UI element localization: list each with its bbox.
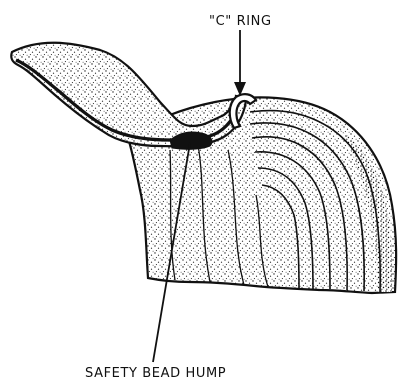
safety-bead-hump-label: SAFETY BEAD HUMP: [85, 367, 226, 380]
c-ring-label: "C" RING: [209, 15, 272, 28]
rim-flange: [11, 43, 246, 147]
